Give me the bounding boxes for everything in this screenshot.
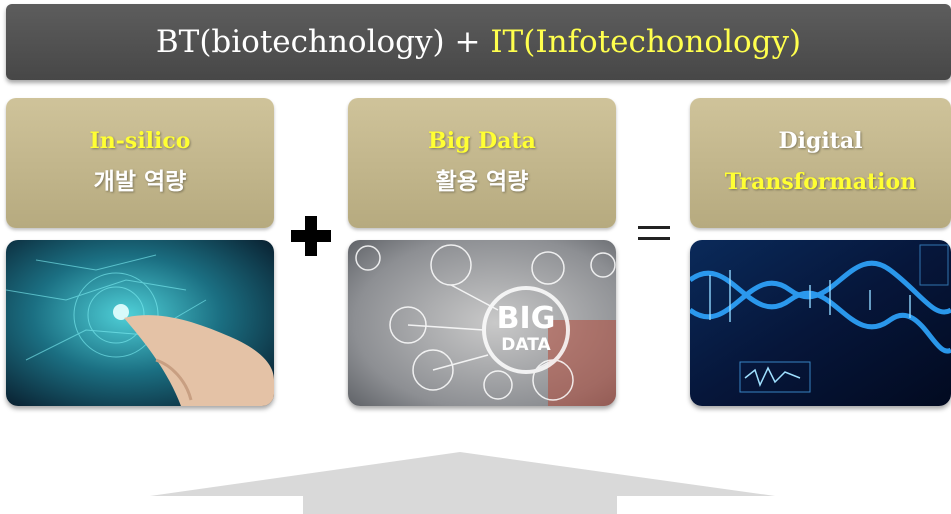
plus-icon xyxy=(289,214,333,258)
banner-highlight: IT(Infotechonology) xyxy=(490,24,802,60)
card-in-silico-title: In-silico xyxy=(89,128,191,154)
big-data-image-text-1: BIG xyxy=(497,301,556,336)
banner-prefix: BT(biotechnology) + xyxy=(155,24,481,60)
card-big-data-title: Big Data xyxy=(428,128,536,154)
up-arrow-shape xyxy=(150,452,775,514)
title-banner: BT(biotechnology) + IT(Infotechonology) xyxy=(6,4,951,80)
card-big-data-header: Big Data 활용 역량 xyxy=(348,98,616,228)
card-transformation-subtitle: Transformation xyxy=(724,169,917,195)
equals-icon xyxy=(638,222,670,244)
card-digital-transformation-header: Digital Transformation xyxy=(690,98,951,228)
card-in-silico-header: In-silico 개발 역량 xyxy=(6,98,274,228)
big-data-image-text-2: DATA xyxy=(501,335,551,355)
dna-helix-image xyxy=(690,240,951,406)
card-big-data-subtitle: 활용 역량 xyxy=(435,169,529,195)
ai-finger-touch-image xyxy=(6,240,274,406)
big-data-icons-image: BIG DATA xyxy=(348,240,616,406)
card-digital-title: Digital xyxy=(778,128,863,154)
card-in-silico-subtitle: 개발 역량 xyxy=(93,169,187,195)
